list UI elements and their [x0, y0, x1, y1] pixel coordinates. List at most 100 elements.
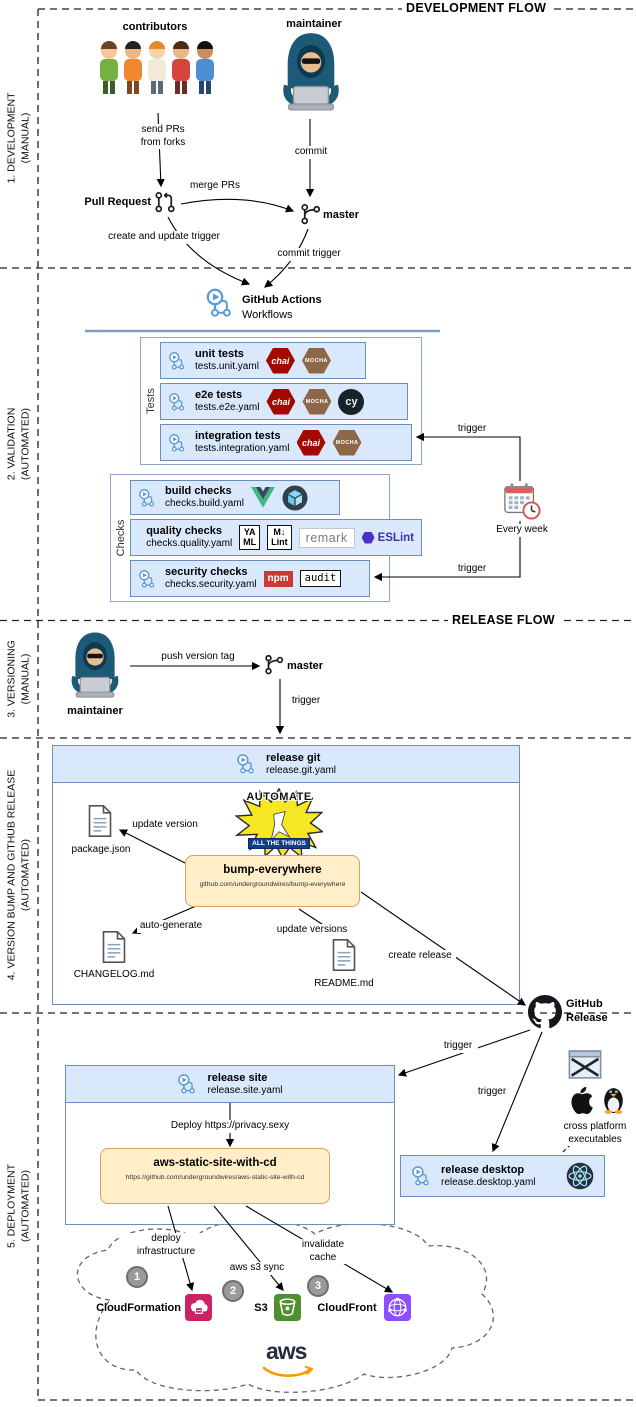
- rail-line: (MANUAL): [19, 653, 31, 705]
- send-prs-line1: send PRs: [141, 124, 185, 135]
- meme-top-text: AUTOMATE: [246, 791, 312, 803]
- workflow-title: quality checks: [146, 525, 223, 538]
- electron-icon: [566, 1162, 594, 1190]
- master-label: master: [286, 660, 334, 674]
- trigger-label: trigger: [472, 1086, 512, 1099]
- markdownlint-icon: M↓ Lint: [267, 525, 292, 550]
- rail-line: (MANUAL): [19, 112, 31, 164]
- eslint-text: ESLint: [377, 531, 414, 544]
- workflow-title: build checks: [165, 485, 232, 498]
- github-actions-icon: [177, 1073, 199, 1095]
- invalidate-line2: cache: [309, 1251, 337, 1263]
- workflow-security-checks: security checks checks.security.yaml npm…: [130, 560, 370, 597]
- rail-line: 4. VERSION BUMP AND GITHUB RELEASE: [5, 769, 18, 981]
- github-release-line1: GitHub: [566, 998, 603, 1010]
- cross-platform-line1: cross platform: [563, 1121, 627, 1132]
- github-release-label: GitHub Release: [566, 998, 608, 1026]
- github-release-icon: [528, 995, 562, 1029]
- github-actions-icon: [205, 287, 237, 319]
- deploy-infrastructure-label: deploy infrastructure: [120, 1233, 212, 1258]
- deploy-line1: deploy: [151, 1233, 181, 1244]
- workflow-text: unit tests tests.unit.yaml: [195, 348, 259, 372]
- tests-group-label: Tests: [145, 388, 157, 414]
- workflow-file: tests.e2e.yaml: [195, 402, 260, 414]
- github-actions-icon: [236, 753, 258, 775]
- deploy-url-label: Deploy https://privacy.sexy: [140, 1120, 320, 1133]
- workflow-title: release git: [265, 751, 321, 764]
- github-actions-icon: [168, 433, 188, 453]
- aws-static-site-url: https://github.com/undergroundwires/aws-…: [125, 1174, 305, 1181]
- workflow-title: e2e tests: [195, 389, 243, 402]
- calendar-icon: [503, 482, 541, 520]
- arrow-merge-prs: [180, 198, 295, 213]
- rail-label-development: 1. DEVELOPMENT (MANUAL): [5, 92, 32, 183]
- deploy-line2: infrastructure: [136, 1245, 196, 1257]
- step-1-badge: 1: [126, 1266, 148, 1288]
- yaml-text: ML: [243, 536, 257, 547]
- bump-everywhere-box: bump-everywhere github.com/undergroundwi…: [185, 855, 360, 907]
- bump-everywhere-url: github.com/undergroundwires/bump-everywh…: [199, 881, 346, 888]
- arrow-release-trigger-site: [397, 1029, 531, 1077]
- workflow-file: release.git.yaml: [265, 764, 337, 776]
- remark-icon: remark: [298, 527, 355, 548]
- github-release-line2: Release: [566, 1011, 608, 1024]
- rail-line: (AUTOMATED): [19, 408, 31, 480]
- bump-everywhere-title: bump-everywhere: [223, 864, 322, 876]
- send-prs-label: send PRs from forks: [126, 124, 200, 149]
- workflow-text: quality checks checks.quality.yaml: [146, 525, 232, 549]
- update-versions-label: update versions: [272, 924, 352, 937]
- contributors-illustration: [95, 33, 220, 111]
- workflow-title: release desktop: [441, 1163, 525, 1176]
- s3-icon: [274, 1294, 301, 1321]
- workflow-text: release site release.site.yaml: [207, 1072, 282, 1096]
- workflow-file: tests.integration.yaml: [195, 443, 290, 455]
- trigger-label: trigger: [438, 1040, 478, 1053]
- changelog-file-icon: [100, 930, 128, 964]
- windows-executable-icon: [568, 1050, 602, 1079]
- github-actions-icon: [411, 1165, 433, 1187]
- chai-icon: chai: [265, 347, 295, 374]
- aws-static-site-title: aws-static-site-with-cd: [153, 1157, 277, 1169]
- npm-audit-label: audit: [299, 570, 342, 587]
- pull-request-label: Pull Request: [82, 196, 152, 210]
- rail-line: 3. VERSIONING: [5, 640, 18, 718]
- webpack-icon: [282, 485, 308, 511]
- aws-logo-text: aws: [266, 1338, 307, 1364]
- workflow-file: tests.unit.yaml: [195, 361, 259, 373]
- commit-label: commit: [290, 146, 332, 159]
- readme-label: README.md: [300, 978, 388, 991]
- s3-label: S3: [254, 1302, 268, 1314]
- workflow-file: release.site.yaml: [207, 1084, 283, 1096]
- send-prs-line2: from forks: [140, 136, 186, 148]
- aws-smile-icon: [262, 1366, 314, 1380]
- push-version-tag-label: push version tag: [150, 651, 246, 664]
- workflow-title: integration tests: [195, 430, 281, 443]
- eslint-badge: ESLint: [361, 531, 414, 544]
- github-actions-icon: [138, 569, 158, 589]
- workflow-file: release.desktop.yaml: [441, 1176, 536, 1188]
- aws-s3-sync-label: aws s3 sync: [222, 1262, 292, 1275]
- package-json-label: package.json: [64, 844, 138, 857]
- release-desktop-box: release desktop release.desktop.yaml: [400, 1155, 605, 1197]
- maintainer-illustration: [66, 630, 124, 702]
- every-week-label: Every week: [484, 524, 560, 537]
- rail-label-validation: 2. VALIDATION (AUTOMATED): [5, 408, 32, 481]
- apple-icon: [570, 1086, 594, 1115]
- commit-trigger-label: commit trigger: [274, 248, 344, 261]
- rail-label-deployment: 5. DEPLOYMENT (AUTOMATED): [5, 1164, 32, 1248]
- cloudfront-label: CloudFront: [317, 1302, 377, 1314]
- development-flow-header: DEVELOPMENT FLOW: [402, 1, 551, 15]
- workflow-file: checks.quality.yaml: [146, 538, 233, 550]
- merge-prs-label: merge PRs: [186, 180, 244, 193]
- workflow-text: security checks checks.security.yaml: [165, 566, 257, 590]
- workflow-e2e-tests: e2e tests tests.e2e.yaml chai MOCHA cy: [160, 383, 408, 420]
- chai-icon: chai: [266, 388, 296, 415]
- readme-file-icon: [330, 938, 358, 972]
- workflow-text: e2e tests tests.e2e.yaml: [195, 389, 259, 413]
- linux-tux-icon: [600, 1083, 627, 1114]
- yaml-icon: YA ML: [239, 525, 261, 550]
- arrow-create-update-trigger: [167, 216, 251, 286]
- git-branch-icon: [299, 203, 322, 226]
- workflow-build-checks: build checks checks.build.yaml: [130, 480, 340, 515]
